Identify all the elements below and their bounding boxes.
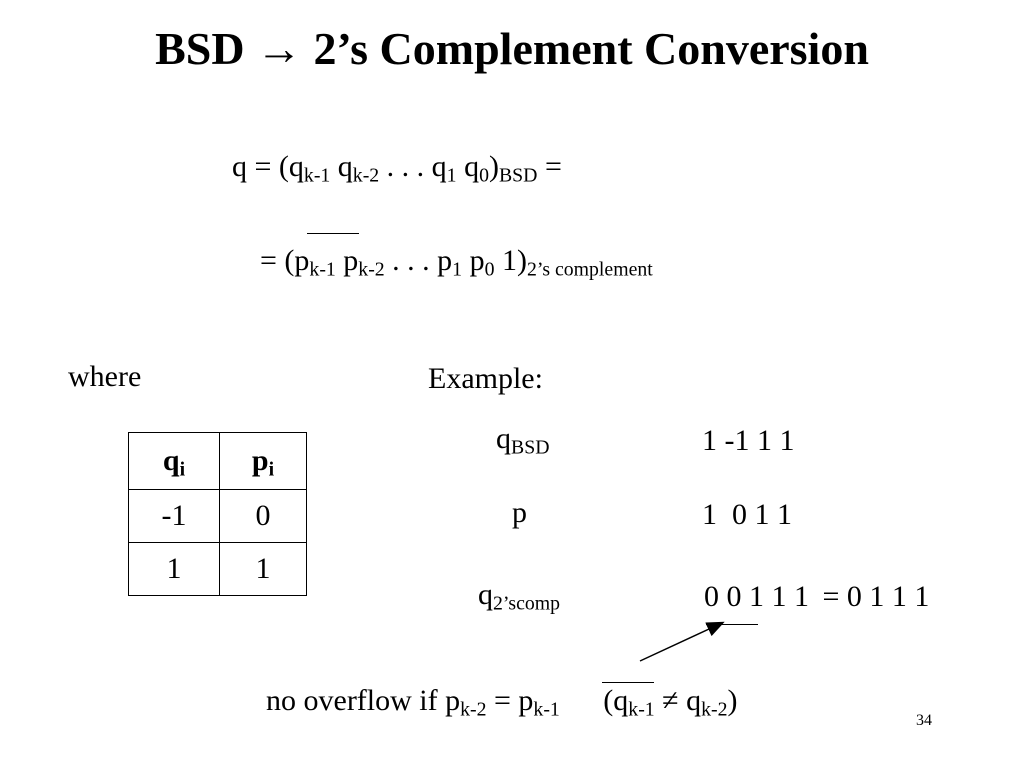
table-row: 1 1 — [128, 542, 307, 596]
q2scomp-label: q2’scomp — [478, 578, 561, 615]
overline-leading-digits — [706, 624, 758, 625]
table-row: -1 0 — [128, 489, 307, 543]
q2scomp-value: 0 0 1 1 1 = 0 1 1 1 — [704, 580, 930, 613]
overline-p-k-1 — [307, 233, 359, 234]
header-p: pi — [219, 432, 307, 490]
p-value: 1 0 1 1 — [702, 498, 792, 531]
page-number: 34 — [916, 712, 932, 729]
where-label: where — [68, 360, 142, 393]
table-cell: 0 — [219, 489, 307, 543]
table-cell: 1 — [128, 542, 220, 596]
overflow-condition: no overflow if pk-2 = pk-1 (qk-1 ≠ qk-2) — [266, 684, 738, 721]
equation-twos-complement: = (pk-1 pk-2 . . . p1 p0 1)2’s complemen… — [260, 244, 653, 281]
overline-p-k-1-bottom — [602, 682, 654, 683]
title-complement: 2’s Complement Conversion — [313, 23, 869, 74]
table-header-row: qi pi — [128, 432, 307, 490]
qbsd-value: 1 -1 1 1 — [702, 424, 795, 457]
slide-title: BSD → 2’s Complement Conversion — [0, 22, 1024, 75]
p-label: p — [512, 496, 527, 529]
equation-bsd: q = (qk-1 qk-2 . . . q1 q0)BSD = — [232, 150, 562, 187]
header-q: qi — [128, 432, 220, 490]
example-label: Example: — [428, 362, 543, 395]
title-bsd: BSD — [155, 23, 245, 74]
table-cell: -1 — [128, 489, 220, 543]
mapping-table: qi pi -1 0 1 1 — [128, 432, 307, 596]
table-cell: 1 — [219, 542, 307, 596]
right-arrow-icon: → — [256, 23, 303, 74]
qbsd-label: qBSD — [496, 422, 550, 459]
